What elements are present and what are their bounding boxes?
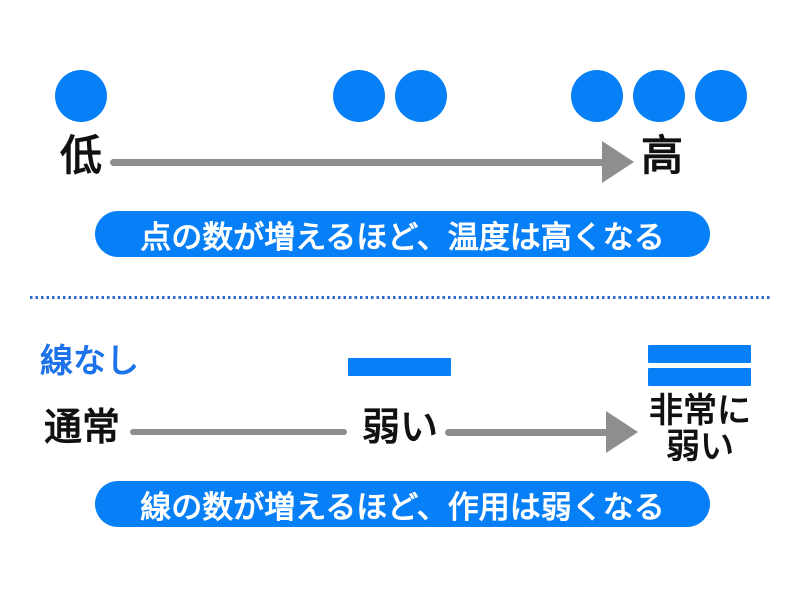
dot-icon: [55, 70, 107, 122]
very-weak-label-line1: 非常に: [649, 392, 751, 430]
line-group-one: [348, 358, 451, 376]
temperature-caption-pill: 点の数が増えるほど、温度は高くなる: [95, 211, 710, 257]
line-group-two: [648, 345, 751, 386]
bar-icon: [348, 358, 451, 376]
dot-icon: [633, 70, 685, 122]
weak-label: 弱い: [362, 407, 439, 449]
dot-icon: [333, 70, 385, 122]
arrow-head-icon: [602, 141, 634, 183]
dot-icon: [695, 70, 747, 122]
dot-group-one: [55, 70, 107, 122]
very-weak-label-line2: 弱い: [666, 428, 734, 466]
very-weak-label: 非常に 弱い: [640, 393, 760, 465]
normal-label: 通常: [44, 407, 121, 449]
bar-icon: [648, 368, 751, 386]
dot-icon: [571, 70, 623, 122]
dot-icon: [395, 70, 447, 122]
connector-line: [130, 429, 347, 435]
dotted-separator: [30, 296, 771, 299]
bar-icon: [648, 345, 751, 363]
effect-caption-pill: 線の数が増えるほど、作用は弱くなる: [95, 481, 710, 527]
dot-group-two: [333, 70, 447, 122]
arrow-shaft: [110, 159, 606, 166]
no-line-label: 線なし: [40, 342, 139, 379]
effect-arrow: [445, 410, 638, 454]
arrow-shaft: [445, 429, 611, 436]
temperature-arrow: [110, 140, 634, 184]
arrow-head-icon: [606, 411, 638, 453]
dot-group-three: [571, 70, 747, 122]
high-label: 高: [641, 132, 684, 179]
low-label: 低: [60, 132, 103, 179]
